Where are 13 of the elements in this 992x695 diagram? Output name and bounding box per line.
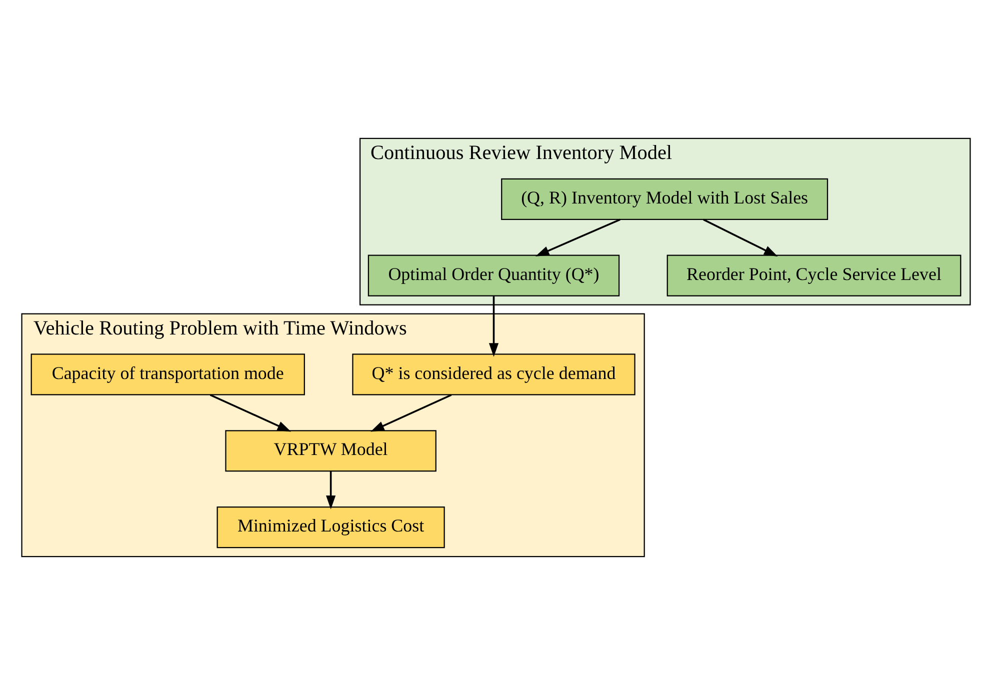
node-box: Q* is considered as cycle demand bbox=[352, 354, 636, 396]
node-box: Minimized Logistics Cost bbox=[216, 506, 445, 548]
arrow bbox=[535, 218, 620, 256]
arrow bbox=[326, 472, 336, 510]
arrow bbox=[210, 394, 292, 432]
arrow bbox=[488, 296, 499, 357]
node-box: Optimal Order Quantity (Q*) bbox=[368, 254, 620, 296]
node-box: (Q, R) Inventory Model with Lost Sales bbox=[501, 178, 828, 220]
node-box: Capacity of transportation mode bbox=[30, 354, 305, 396]
arrow bbox=[703, 218, 778, 256]
node-box: VRPTW Model bbox=[225, 430, 436, 472]
node-box: Reorder Point, Cycle Service Level bbox=[666, 254, 962, 296]
arrow bbox=[370, 394, 452, 432]
